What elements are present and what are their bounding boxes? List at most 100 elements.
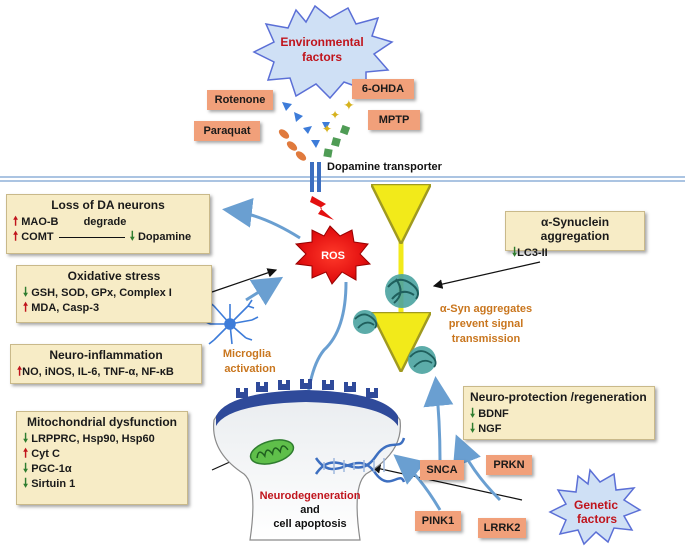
degrade-arrow-icon <box>58 236 125 238</box>
star-icon: ✦ <box>330 108 340 122</box>
synuclein-label: LC3-II <box>517 247 548 259</box>
tag-rotenone: Rotenone <box>207 90 273 110</box>
ros-label: ROS <box>321 250 345 262</box>
oxidative-down-label: GSH, SOD, GPx, Complex I <box>31 287 172 299</box>
up-arrow-icon: 🠕 <box>23 300 29 314</box>
neurodegen-label-2: and <box>300 504 320 516</box>
down-arrow-icon: 🠗 <box>470 406 476 420</box>
up-arrow-icon: 🠕 <box>23 446 29 460</box>
degrade-label: degrade <box>83 216 127 228</box>
ngf-label: NGF <box>478 423 502 435</box>
loss-da-title: Loss of DA neurons <box>51 198 165 212</box>
neurodegen-label-3: cell apoptosis <box>273 518 346 530</box>
loss-da-maob-row: 🠕 MAO-B degrade <box>13 214 203 229</box>
neuroprotect-row-2: 🠗 NGF <box>470 421 648 436</box>
tag-snca: SNCA <box>420 460 464 480</box>
microglia-label-1: Microglia <box>223 348 272 360</box>
mito-item-3: PGC-1α <box>31 463 72 475</box>
mito-item-2: Cyt C <box>31 448 60 460</box>
mito-item-1: LRPPRC, Hsp90, Hsp60 <box>31 433 155 445</box>
mito-item-4: Sirtuin 1 <box>31 478 76 490</box>
down-arrow-icon: 🠗 <box>23 476 29 490</box>
mito-row-3: 🠗 PGC-1α <box>23 461 181 476</box>
square-icon <box>339 124 351 136</box>
triangle-icon <box>311 140 320 148</box>
arrow-lrrk2-to-neuroprotect <box>452 434 502 502</box>
neurodegen-label-1: Neurodegeneration <box>260 490 361 502</box>
down-arrow-icon: 🠗 <box>512 245 518 259</box>
genetic-burst <box>548 468 642 546</box>
toxin-shapes: ✦ ✦ ✦ <box>278 97 355 161</box>
star-icon: ✦ <box>343 97 355 113</box>
tag-6-ohda: 6-OHDA <box>352 79 414 99</box>
up-arrow-icon: 🠕 <box>13 214 19 228</box>
environmental-label-1: Environmental <box>280 35 363 49</box>
comt-label: COMT <box>21 231 54 243</box>
oval-icon <box>286 141 298 151</box>
neuroinflam-title: Neuro-inflammation <box>49 348 163 362</box>
arrow-microglia-to-ros <box>245 276 284 306</box>
environmental-label-2: factors <box>302 50 342 64</box>
oxidative-row-2: 🠕 MDA, Casp-3 <box>23 300 205 315</box>
oxidative-up-label: MDA, Casp-3 <box>31 302 100 314</box>
down-arrow-icon: 🠗 <box>23 285 29 299</box>
square-icon <box>331 137 341 147</box>
dopamine-transporter <box>317 162 321 192</box>
triangle-icon <box>303 126 312 134</box>
tag-mptp: MPTP <box>368 110 420 130</box>
triangle-icon <box>282 102 292 111</box>
oxidative-title: Oxidative stress <box>67 269 161 283</box>
mito-row-2: 🠕 Cyt C <box>23 446 181 461</box>
down-arrow-icon: 🠗 <box>470 421 476 435</box>
transporter-label: Dopamine transporter <box>327 161 443 173</box>
receptors <box>236 379 378 398</box>
mitochondrion-icon <box>249 439 295 465</box>
synapse-membrane <box>216 390 398 426</box>
maob-label: MAO-B <box>21 216 59 228</box>
arrow-oxidative-to-ros <box>211 268 278 293</box>
arrow-ros-to-loss <box>222 197 301 240</box>
tag-pink1: PINK1 <box>415 511 461 531</box>
neuroinflam-label: NO, iNOS, IL-6, TNF-α, NF-κB <box>22 366 174 378</box>
dopamine-transporter <box>310 162 314 192</box>
microglia-icon <box>203 299 259 345</box>
oval-icon <box>295 151 307 161</box>
mito-row-4: 🠗 Sirtuin 1 <box>23 476 181 491</box>
box-synuclein-aggregation: α-Synuclein aggregation 🠗LC3-II <box>505 211 645 259</box>
synuclein-row: 🠗LC3-II <box>512 245 638 260</box>
neuroprotect-row-1: 🠗 BDNF <box>470 406 648 421</box>
box-mitochondrial-dysfunction: Mitochondrial dysfunction 🠗 LRPPRC, Hsp9… <box>16 411 188 505</box>
aggregates-label-3: transmission <box>452 333 521 345</box>
mito-title: Mitochondrial dysfunction <box>27 415 177 429</box>
tag-paraquat: Paraquat <box>194 121 260 141</box>
arrow-synuclein-to-aggregates <box>432 261 541 289</box>
tag-prkn: PRKN <box>486 455 532 475</box>
down-arrow-icon: 🠗 <box>23 461 29 475</box>
oxidative-row-1: 🠗 GSH, SOD, GPx, Complex I <box>23 285 205 300</box>
aggregates-label-2: prevent signal <box>449 318 524 330</box>
box-neuro-protection: Neuro-protection /regeneration 🠗 BDNF 🠗 … <box>463 386 655 440</box>
box-neuro-inflammation: Neuro-inflammation 🠕NO, iNOS, IL-6, TNF-… <box>10 344 202 384</box>
arrow-pink1-to-dna <box>393 454 442 511</box>
aggregates-label-1: α-Syn aggregates <box>440 303 532 315</box>
triangle-icon <box>294 112 303 122</box>
up-arrow-icon: 🠕 <box>13 229 19 243</box>
genetic-label-1: Genetic <box>574 498 618 512</box>
neuroinflam-row: 🠕NO, iNOS, IL-6, TNF-α, NF-κB <box>17 364 195 379</box>
bdnf-label: BDNF <box>478 408 509 420</box>
oval-icon <box>278 129 290 139</box>
square-icon <box>323 148 333 158</box>
arrow-snca-to-aggregates <box>423 376 454 461</box>
ros-burst <box>294 225 372 285</box>
lightning-icon <box>310 196 334 220</box>
synuclein-title: α-Synuclein aggregation <box>540 215 610 243</box>
down-arrow-icon: 🠗 <box>23 431 29 445</box>
synuclein-aggregates <box>353 274 437 374</box>
neuroprotect-title: Neuro-protection /regeneration <box>470 390 647 404</box>
tag-lrrk2: LRRK2 <box>478 518 526 538</box>
dopamine-label: Dopamine <box>137 231 192 243</box>
star-icon: ✦ <box>322 122 332 136</box>
mito-row-1: 🠗 LRPPRC, Hsp90, Hsp60 <box>23 431 181 446</box>
genetic-label-2: factors <box>577 512 617 526</box>
dna-icon <box>314 437 406 483</box>
